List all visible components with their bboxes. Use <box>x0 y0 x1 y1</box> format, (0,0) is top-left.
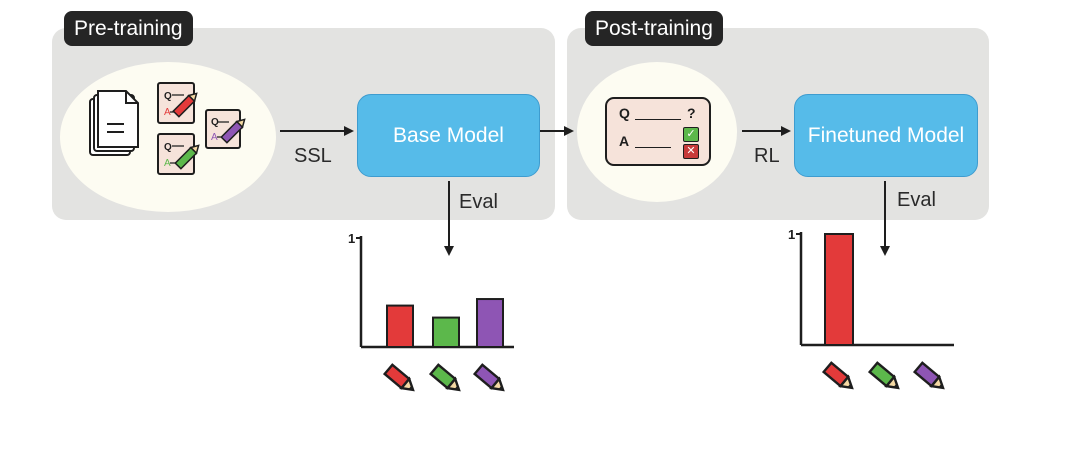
base-model-box: Base Model <box>357 94 540 177</box>
qa-card-q-line <box>635 119 681 120</box>
qa-doc-green-pencil-icon: Q A <box>157 133 200 175</box>
bar-2 <box>476 298 504 348</box>
qa-card-q: Q <box>619 105 630 121</box>
pretraining-tag: Pre-training <box>64 11 193 46</box>
base-model-eval-chart: 1 <box>348 231 514 392</box>
qa-doc-purple-pencil-icon: Q A <box>205 109 246 149</box>
qa-card: Q ? A ✓ ✕ <box>605 97 711 166</box>
qa-card-a: A <box>619 133 630 149</box>
svg-text:Q: Q <box>211 117 219 128</box>
finetuned-model-eval-chart: 1 <box>788 227 954 390</box>
svg-text:A: A <box>211 132 218 143</box>
finetuned-eval-label: Eval <box>897 189 936 211</box>
svg-text:Q: Q <box>164 91 172 102</box>
pencil-lead <box>498 385 504 390</box>
check-icon: ✓ <box>683 127 699 142</box>
ssl-label: SSL <box>294 145 332 167</box>
pencil-lead <box>893 383 899 388</box>
pencil-icon-0 <box>821 361 854 390</box>
qa-card-a-line <box>635 147 671 148</box>
bar-0 <box>386 304 414 348</box>
svg-text:Q: Q <box>164 142 172 153</box>
pencil-lead <box>938 383 944 388</box>
cross-icon: ✕ <box>683 144 699 159</box>
posttraining-tag: Post-training <box>585 11 723 46</box>
pencil-icon-1 <box>428 363 461 392</box>
y-tick-label: 1 <box>348 231 355 246</box>
pencil-lead <box>408 385 414 390</box>
qa-card-q-end: ? <box>687 105 696 121</box>
pretraining-icons: Q A Q A Q A <box>89 82 246 175</box>
bar-1 <box>432 316 460 348</box>
pencil-icon-2 <box>912 361 945 390</box>
qa-doc-red-pencil-icon: Q A <box>157 82 198 124</box>
pencil-lead <box>454 385 460 390</box>
rl-label: RL <box>754 145 780 167</box>
pencil-icon-0 <box>382 363 415 392</box>
base-eval-label: Eval <box>459 191 498 213</box>
bar-0 <box>824 233 854 346</box>
pencil-icon-2 <box>472 363 505 392</box>
y-tick-label: 1 <box>788 227 795 242</box>
pencil-icon-1 <box>867 361 900 390</box>
svg-text:A: A <box>164 107 171 118</box>
pencil-lead <box>847 383 853 388</box>
finetuned-model-box: Finetuned Model <box>794 94 978 177</box>
document-stack-icon <box>89 90 139 156</box>
svg-text:A: A <box>164 158 171 169</box>
